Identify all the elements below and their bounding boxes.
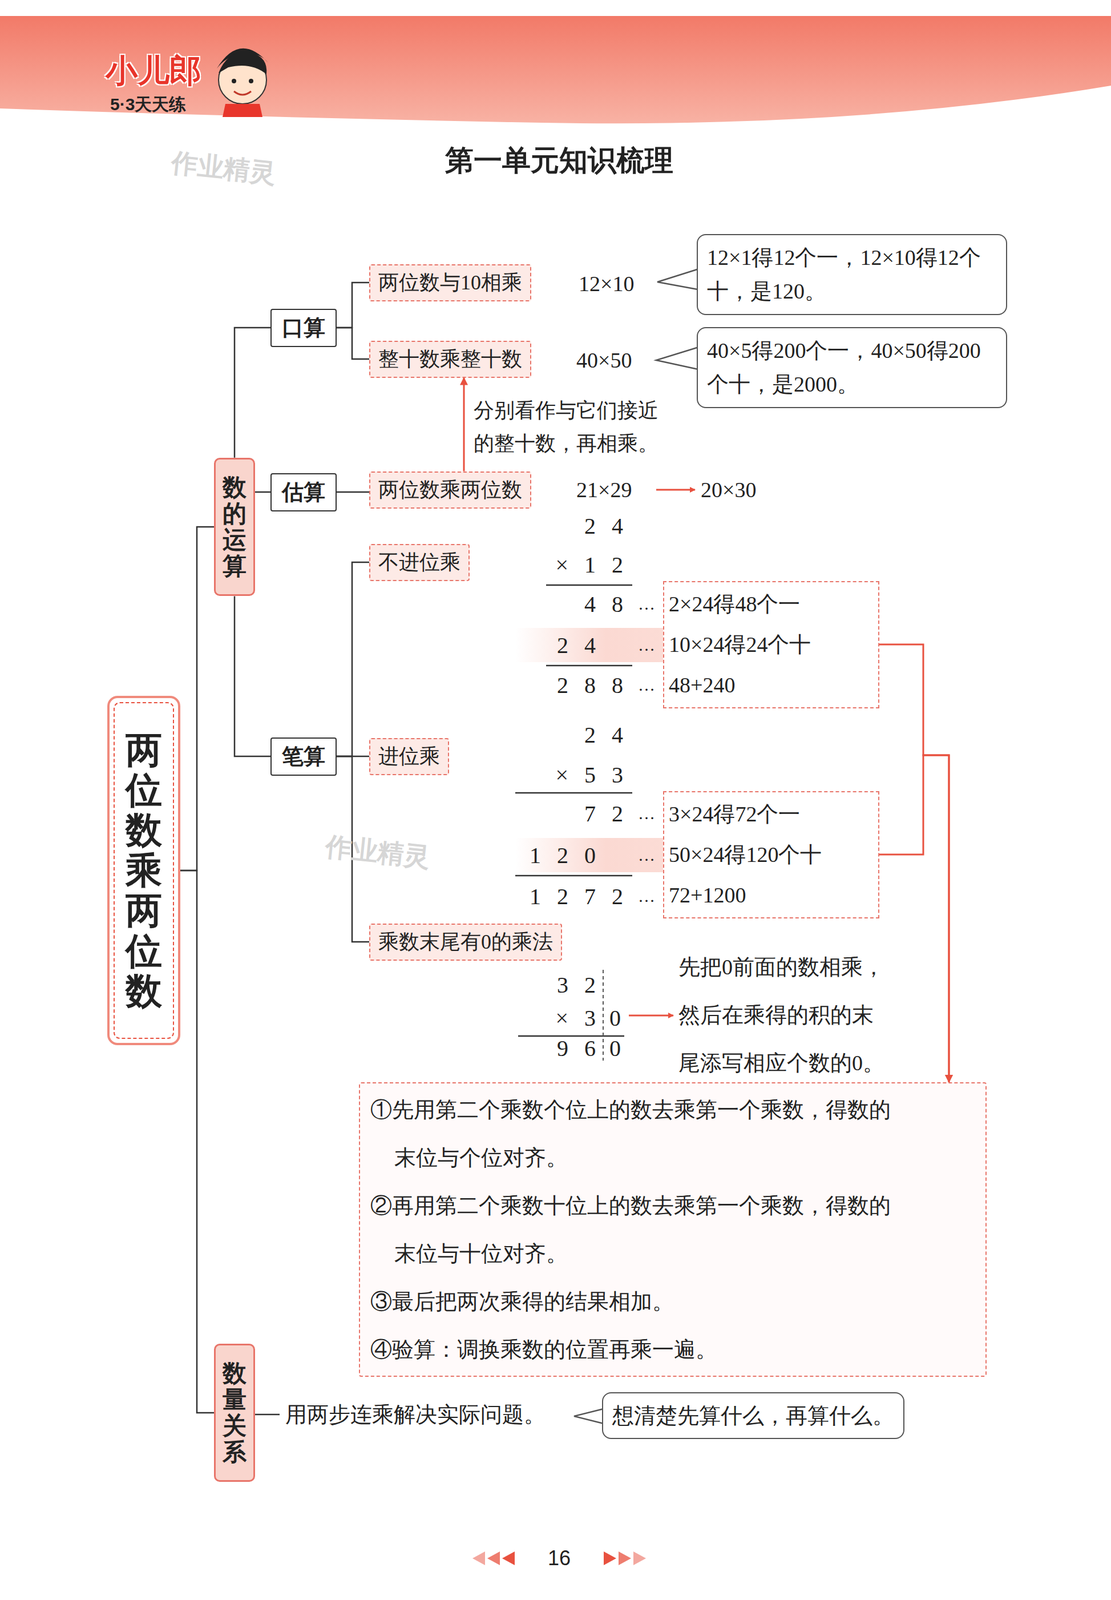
page-title: 第一单元知识梳理 bbox=[445, 141, 674, 180]
calc-row: 2 4 bbox=[584, 721, 629, 749]
node-text: 两位数乘两位数 bbox=[125, 729, 163, 1012]
node-text: ②再用第二个乘数十位上的数去乘第一个乘数，得数的末位与十位对齐。 bbox=[370, 1181, 902, 1278]
calc-row: 3 2 bbox=[556, 971, 601, 999]
node-text: 笔算 bbox=[281, 741, 326, 771]
calc-row: 2 4 bbox=[584, 512, 629, 540]
header-band bbox=[0, 15, 1111, 124]
node-text: 整十数乘整十数 bbox=[378, 345, 523, 374]
calc-row: 4 8 bbox=[584, 590, 629, 618]
edge-label: 分别看作与它们接近的整十数，再相乘。 bbox=[473, 394, 674, 460]
calc-row: 1 2 7 2 bbox=[529, 882, 629, 910]
text-label: 21×29 bbox=[576, 477, 632, 503]
node-text: 口算 bbox=[281, 313, 326, 343]
node-text: 50×24得120个十 bbox=[668, 834, 874, 875]
watermark: 作业精灵 bbox=[323, 828, 432, 875]
connector bbox=[255, 491, 271, 494]
node-text: 不进位乘 bbox=[378, 548, 461, 577]
watermark: 作业精灵 bbox=[169, 144, 278, 192]
topic-box: 2×24得48个一10×24得24个十48+240 bbox=[663, 580, 880, 709]
node-text: 进位乘 bbox=[378, 742, 440, 771]
leader-line bbox=[252, 1413, 280, 1416]
zero-divider bbox=[602, 969, 604, 1061]
node-text: 想清楚先算什么，再算什么。 bbox=[612, 1398, 895, 1433]
connector bbox=[234, 327, 271, 458]
node-text: 数量关系 bbox=[222, 1359, 247, 1466]
topic-box: 两位数乘两位数 bbox=[369, 471, 532, 509]
calc-row: 2 4 bbox=[556, 631, 601, 659]
node-text: 2×24得48个一 bbox=[668, 583, 874, 625]
mascot bbox=[216, 48, 269, 117]
topic-box: 整十数乘整十数 bbox=[369, 340, 532, 378]
calc-row: 2 8 8 bbox=[556, 671, 629, 699]
calc-row: 9 6 bbox=[556, 1034, 601, 1062]
note-arrow bbox=[628, 1014, 674, 1017]
node-text: 3×24得72个一 bbox=[668, 793, 874, 835]
node-text: ①先用第二个乘数个位上的数去乘第一个乘数，得数的末位与个位对齐。 bbox=[370, 1085, 902, 1182]
node-text: 48+240 bbox=[668, 664, 874, 706]
branch-box: 数量关系 bbox=[213, 1343, 256, 1482]
connector bbox=[463, 377, 466, 472]
connector bbox=[879, 644, 949, 1082]
text-label: 16 bbox=[547, 1545, 571, 1570]
node-text: 40×5得200个一，40×50得200个十，是2000。 bbox=[707, 333, 997, 402]
category-box: 口算 bbox=[270, 308, 337, 347]
calc-rules bbox=[515, 584, 633, 1036]
speech-bubble: 12×1得12个一，12×10得12个十，是120。 bbox=[696, 233, 1008, 315]
node-text: 12×1得12个一，12×10得12个十，是120。 bbox=[707, 240, 997, 309]
text-label: 12×10 bbox=[578, 271, 634, 297]
text-label: 小儿郎 bbox=[105, 49, 202, 94]
connector bbox=[180, 870, 214, 1413]
text-label: 先把0前面的数相乘，然后在乘得的积的末尾添写相应个数的0。 bbox=[678, 942, 893, 1087]
calc-row: 0 bbox=[609, 1004, 626, 1032]
connector bbox=[336, 491, 370, 494]
speech-bubble: 想清楚先算什么，再算什么。 bbox=[602, 1391, 905, 1440]
node-text: ④验算：调换乘数的位置再乘一遍。 bbox=[370, 1324, 902, 1373]
ellipsis: … bbox=[637, 635, 656, 655]
calc-row: × 1 2 bbox=[555, 551, 629, 579]
calc-row: 7 2 bbox=[584, 800, 629, 827]
calc-row: 1 2 0 bbox=[529, 841, 601, 869]
node-text: ③最后把两次乘得的结果相加。 bbox=[370, 1277, 902, 1325]
branch-box: 数的运算 bbox=[213, 457, 256, 597]
topic-box: 3×24得72个一50×24得120个十72+1200 bbox=[663, 790, 880, 919]
connector bbox=[336, 327, 370, 359]
text-label: 40×50 bbox=[576, 347, 632, 373]
estimate-arrow bbox=[656, 489, 696, 491]
connector bbox=[234, 595, 271, 757]
text-label: 用两步连乘解决实际问题。 bbox=[285, 1399, 546, 1429]
node-text: 数的运算 bbox=[222, 474, 247, 580]
connector bbox=[336, 282, 370, 328]
text-label: 5·3天天练 bbox=[110, 93, 187, 117]
ellipsis: … bbox=[637, 845, 656, 865]
node-text: 乘数末尾有0的乘法 bbox=[378, 927, 553, 956]
node-text: 估算 bbox=[281, 477, 326, 507]
connector bbox=[180, 526, 214, 871]
ellipsis: … bbox=[637, 803, 656, 823]
connector bbox=[336, 562, 370, 757]
calc-row: × 5 3 bbox=[555, 761, 629, 789]
category-box: 笔算 bbox=[270, 737, 337, 776]
topic-box: 不进位乘 bbox=[369, 543, 470, 581]
topic-box: 进位乘 bbox=[369, 737, 450, 775]
topic-box: 乘数末尾有0的乘法 bbox=[369, 923, 563, 961]
ellipsis: … bbox=[637, 675, 656, 695]
node-text: 72+1200 bbox=[668, 874, 874, 916]
root-topic: 两位数乘两位数 bbox=[107, 695, 181, 1046]
connector bbox=[879, 754, 949, 1082]
calc-row: 0 bbox=[609, 1034, 626, 1062]
node-text: 两位数乘两位数 bbox=[378, 475, 523, 504]
node-text: 10×24得24个十 bbox=[668, 624, 874, 665]
topic-box: ①先用第二个乘数个位上的数去乘第一个乘数，得数的末位与个位对齐。②再用第二个乘数… bbox=[358, 1081, 987, 1377]
ellipsis: … bbox=[637, 886, 656, 906]
category-box: 估算 bbox=[270, 473, 337, 512]
node-text: 两位数与10相乘 bbox=[378, 268, 523, 297]
text-label: 20×30 bbox=[700, 477, 757, 503]
calc-row: × 3 bbox=[555, 1004, 601, 1032]
ellipsis: … bbox=[637, 594, 656, 614]
speech-bubble: 40×5得200个一，40×50得200个十，是2000。 bbox=[696, 326, 1008, 408]
topic-box: 两位数与10相乘 bbox=[369, 264, 532, 302]
